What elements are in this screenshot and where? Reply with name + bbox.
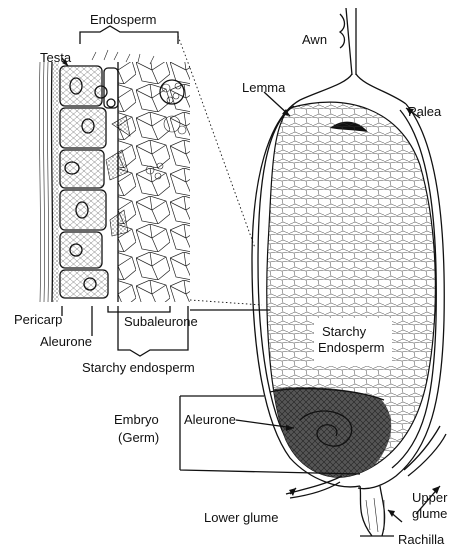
label-embryo-line1: Embryo (114, 412, 159, 427)
label-upper-glume-line2: glume (412, 506, 447, 521)
endosperm-bracket (80, 26, 178, 44)
awn-shape (346, 8, 356, 75)
label-pericarp: Pericarp (14, 312, 62, 327)
label-aleurone-detail: Aleurone (40, 334, 92, 349)
label-awn: Awn (302, 32, 327, 47)
label-starchy-line1: Starchy (322, 324, 367, 339)
label-starchy-endosperm-detail: Starchy endosperm (82, 360, 195, 375)
testa-layer (53, 62, 59, 302)
label-rachilla: Rachilla (398, 532, 445, 547)
label-endosperm: Endosperm (90, 12, 156, 27)
label-upper-glume-line1: Upper (412, 490, 448, 505)
aleurone-cells (60, 66, 118, 298)
aleurone-detail-panel (39, 26, 270, 356)
label-lower-glume: Lower glume (204, 510, 278, 525)
label-embryo-line2: (Germ) (118, 430, 159, 445)
embryo-region (268, 387, 391, 480)
cell-hairs (92, 50, 154, 64)
label-aleurone-grain: Aleurone (184, 412, 236, 427)
label-lemma: Lemma (242, 80, 286, 95)
label-testa: Testa (40, 50, 72, 65)
label-starchy-line2: Endosperm (318, 340, 384, 355)
subaleurone-bracket (108, 306, 170, 312)
guide-line-zoom-top (190, 68, 255, 248)
label-palea: Palea (408, 104, 442, 119)
awn-brace (340, 14, 345, 48)
starchy-cells (106, 62, 190, 302)
guide-line-zoom-bottom (190, 300, 262, 305)
pericarp-layer (39, 62, 52, 302)
label-subaleurone: Subaleurone (124, 314, 198, 329)
